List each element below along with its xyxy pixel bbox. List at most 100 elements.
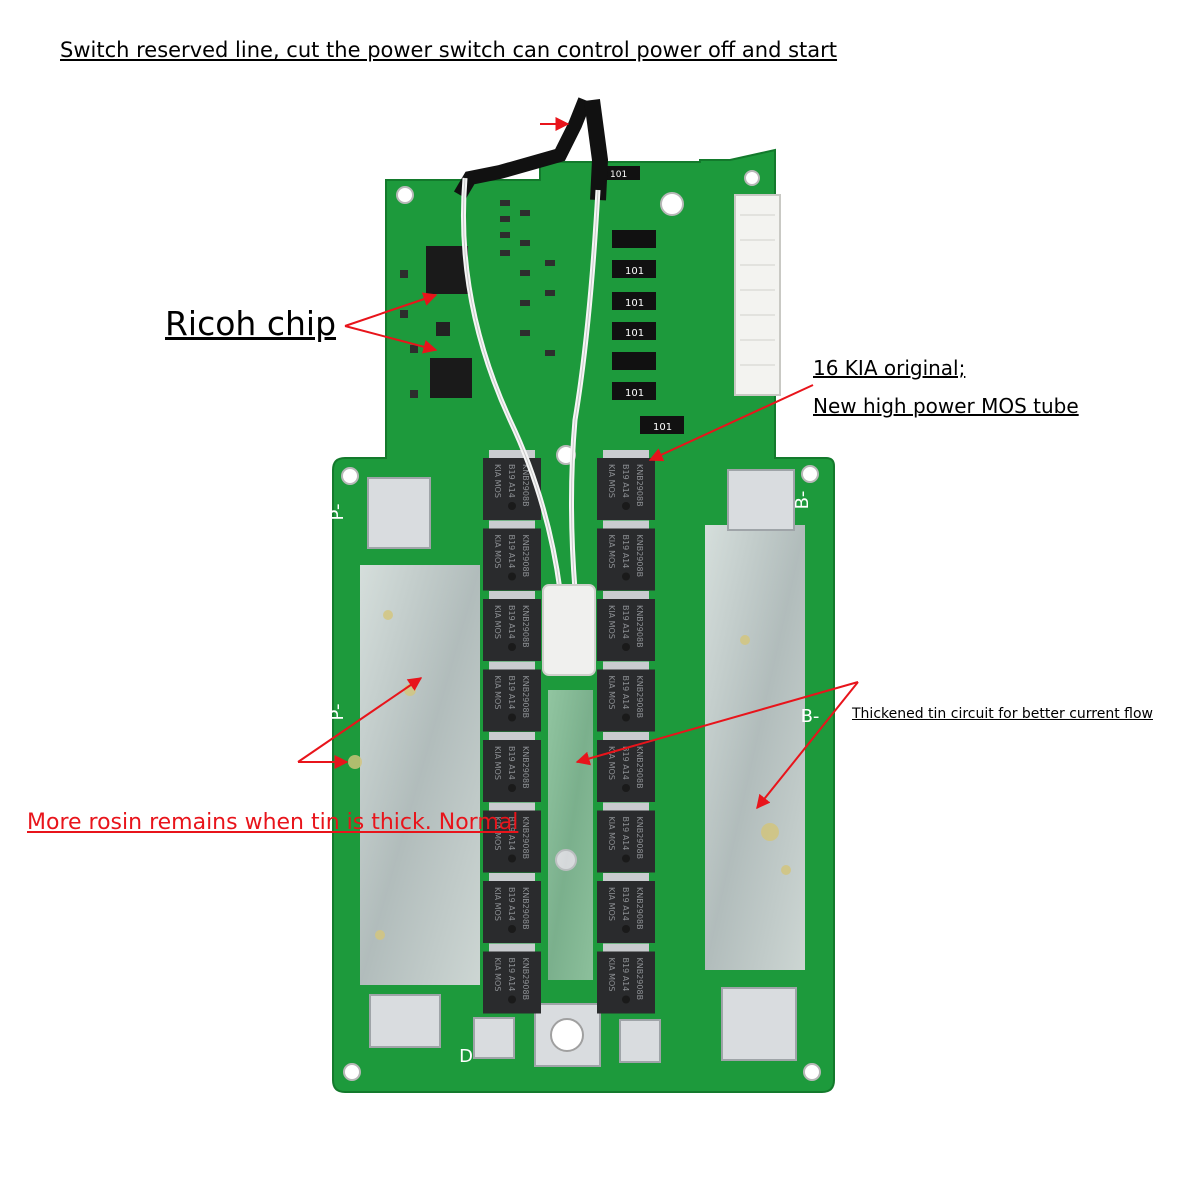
terminal-pads [367,469,797,1067]
mosfet-tab [489,732,535,742]
mosfet-marking: KIA MOS [607,746,616,780]
title-caption: Switch reserved line, cut the power swit… [60,38,838,62]
mosfet-marking: B19 A14 [507,605,516,639]
mosfet-marking: B19 A14 [507,535,516,569]
mounting-hole [744,170,760,186]
mosfet-marking: KNB2908B [521,464,530,507]
mosfet-marking: B19 A14 [621,817,630,851]
mosfet-marking: KNB2908B [521,746,530,789]
kia-caption-line2: New high power MOS tube [813,394,1079,418]
kia-caption-line1: 16 KIA original; [813,356,966,380]
mosfet-marking: KIA MOS [607,887,616,921]
mosfet-marking: KNB2908B [521,535,530,578]
b-minus-label-mid: B- [801,706,820,727]
mounting-hole [803,1063,821,1081]
rosin-caption: More rosin remains when tin is thick. No… [27,810,519,835]
arrow-ricoh-lower [344,325,438,354]
mosfet-marking: KIA MOS [493,887,502,921]
mosfet-dot [508,925,516,933]
mosfet-marking: B19 A14 [621,746,630,780]
mosfet-dot [508,995,516,1004]
mounting-hole [660,192,684,216]
arrow-mos-tube [648,384,814,462]
mosfet-marking: B19 A14 [621,958,630,992]
mosfet-dot [622,925,630,933]
mosfet-marking: KIA MOS [607,676,616,710]
mosfet-marking: KIA MOS [493,464,502,498]
pad-bottom-left [369,994,441,1048]
mosfet-marking: KNB2908B [521,817,530,860]
mosfet-marking: B19 A14 [507,746,516,780]
p-minus-pad-top [367,477,431,549]
p-minus-label-top: P- [327,504,348,521]
mosfet-tab [603,450,649,460]
balance-connector [734,194,781,396]
d-pad-left [473,1017,515,1059]
mosfet-marking: KNB2908B [635,605,644,648]
mosfet-tab [603,802,649,813]
mosfet-marking: KIA MOS [493,605,502,639]
arrow-tin-right [756,681,859,810]
arrow-ricoh-upper [344,292,438,327]
d-pad-right [619,1019,661,1063]
center-mounting-hole [550,1018,584,1052]
tinned-trace-right [705,525,805,970]
mosfet-dot [622,713,630,722]
mosfet-marking: KIA MOS [493,746,502,780]
small-chip [436,322,450,336]
mosfet-marking: B19 A14 [621,535,630,569]
mosfet-dot [622,784,630,792]
mosfet-marking: KNB2908B [521,676,530,719]
mounting-hole [341,467,359,485]
mounting-hole [801,465,819,483]
svg-text:101: 101 [653,422,672,433]
mosfet-marking: KNB2908B [521,887,530,930]
mosfet-marking: B19 A14 [507,464,516,498]
mosfet-tab [489,943,535,954]
mosfet-dot [508,784,516,792]
mosfet-tab [603,520,649,531]
mosfet-marking: B19 A14 [621,676,630,710]
mosfet-tab [489,591,535,601]
mosfet-marking: KNB2908B [521,958,530,1001]
mounting-hole [343,1063,361,1081]
mounting-hole [396,186,414,204]
mosfet-marking: KNB2908B [635,746,644,789]
mosfet-marking: KNB2908B [635,817,644,860]
b-minus-label-top: B- [792,491,813,510]
mosfet-tab [603,661,649,672]
svg-text:101: 101 [625,388,644,399]
svg-text:101: 101 [625,328,644,339]
annotation-arrows [297,117,859,810]
mosfet-dot [508,713,516,722]
p-minus-label-mid: P- [327,704,348,721]
mosfet-marking: B19 A14 [621,605,630,639]
mosfet-marking: B19 A14 [507,958,516,992]
ricoh-chip-upper [426,246,468,294]
mosfet-marking: KIA MOS [493,535,502,569]
svg-text:101: 101 [625,298,644,309]
b-minus-pad-top [727,469,795,531]
mosfet-marking: B19 A14 [621,464,630,498]
mosfet-marking: KIA MOS [607,817,616,851]
mosfet-marking: KNB2908B [635,535,644,578]
mosfet-marking: KNB2908B [635,464,644,507]
mosfet-dot [508,502,516,510]
mosfet-dot [508,643,516,651]
mosfet-marking: B19 A14 [621,887,630,921]
mosfet-marking: KNB2908B [635,958,644,1001]
mosfet-dot [508,572,516,581]
mosfet-dot [622,995,630,1004]
mosfet-tab [489,873,535,883]
rosin-spots [348,610,791,940]
d-label: D [459,1046,473,1067]
center-strip [548,690,593,980]
svg-text:101: 101 [610,170,627,180]
mosfet-tab [603,873,649,883]
mosfet-marking: KIA MOS [607,605,616,639]
mosfet-marking: KNB2908B [521,605,530,648]
mosfet-tab [489,661,535,672]
mosfet-marking: B19 A14 [507,817,516,851]
